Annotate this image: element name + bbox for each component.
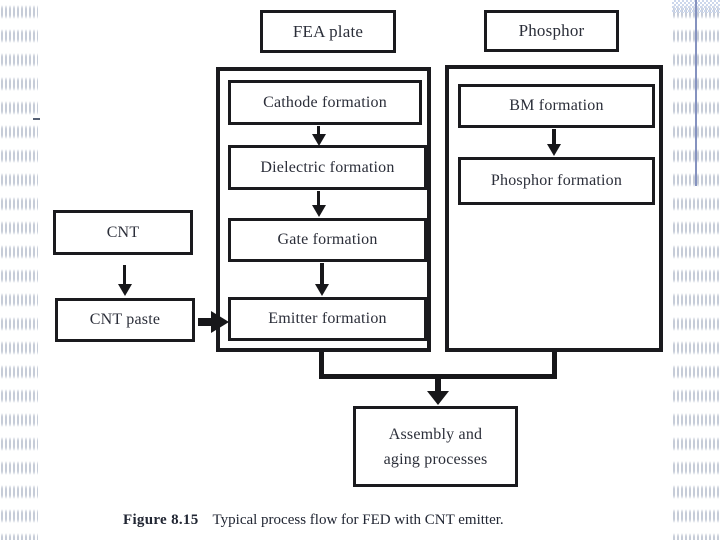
figure-caption-text: Typical process flow for FED with CNT em…	[212, 512, 504, 528]
node-phosphor-formation: Phosphor formation	[458, 157, 655, 205]
node-label-line2: aging processes	[383, 450, 488, 468]
node-bm-formation: BM formation	[458, 84, 655, 128]
node-label: CNT	[106, 223, 140, 241]
arrowhead-down-icon	[547, 144, 561, 156]
arrowhead-down-icon	[315, 284, 329, 296]
node-cathode-formation: Cathode formation	[228, 80, 422, 125]
node-label: Phosphor	[518, 21, 585, 40]
node-fea-plate: FEA plate	[260, 10, 396, 53]
connector-merge-bar	[319, 374, 557, 379]
node-emitter-formation: Emitter formation	[228, 297, 427, 341]
node-assembly-aging: Assembly and aging processes	[353, 406, 518, 487]
node-dielectric-formation: Dielectric formation	[228, 145, 427, 190]
arrow-cathode-dielectric	[317, 126, 320, 136]
node-label: Assembly and aging processes	[384, 422, 488, 472]
arrow-cnt-paste	[123, 265, 126, 286]
node-label: Phosphor formation	[490, 172, 623, 189]
node-label: FEA plate	[292, 21, 364, 41]
arrow-merge-assembly	[435, 379, 441, 392]
connector-left-drop	[319, 352, 324, 379]
node-phosphor: Phosphor	[484, 10, 619, 52]
node-label-line1: Assembly and	[388, 425, 483, 443]
grid-guide-line	[695, 0, 697, 186]
node-label: Dielectric formation	[260, 158, 395, 176]
figure-caption-label: Figure 8.15	[123, 512, 199, 528]
node-label: Cathode formation	[263, 93, 387, 111]
arrow-cntpaste-emitter	[198, 318, 214, 326]
node-gate-formation: Gate formation	[228, 218, 427, 262]
node-label: Gate formation	[277, 231, 378, 248]
node-label: BM formation	[509, 97, 604, 114]
arrowhead-down-icon	[312, 134, 326, 146]
dash-mark	[33, 118, 40, 120]
connector-right-drop	[552, 352, 557, 379]
node-label: Emitter formation	[268, 310, 387, 327]
arrow-dielectric-gate	[317, 191, 320, 207]
arrow-bm-phosphor	[552, 129, 556, 146]
arrowhead-down-icon	[427, 391, 449, 405]
arrowhead-down-icon	[118, 284, 132, 296]
node-cnt-paste: CNT paste	[55, 298, 195, 342]
node-cnt: CNT	[53, 210, 193, 255]
arrowhead-right-icon	[211, 311, 229, 333]
node-label: CNT paste	[89, 311, 161, 328]
arrow-gate-emitter	[320, 263, 324, 286]
arrowhead-down-icon	[312, 205, 326, 217]
phosphor-process-group-box	[445, 65, 663, 352]
fea-process-group-box	[216, 67, 431, 352]
figure-caption: Figure 8.15 Typical process flow for FED …	[123, 512, 504, 529]
